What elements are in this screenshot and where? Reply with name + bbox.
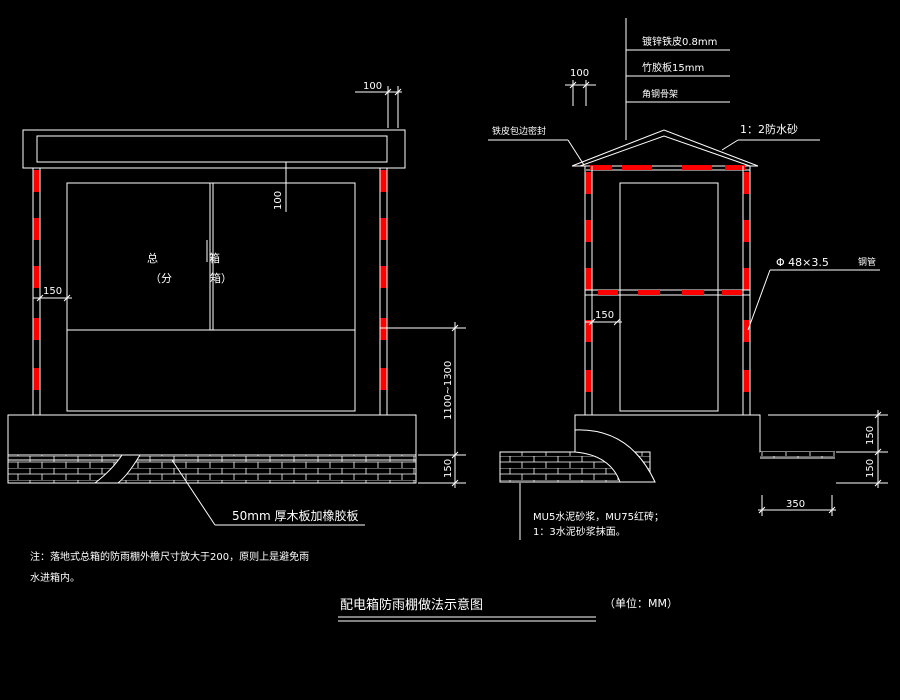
- side-callout-3: 角钢骨架: [642, 88, 678, 100]
- side-callout-1: 镀锌铁皮0.8mm: [642, 35, 717, 48]
- side-dim-side-offset: [585, 318, 622, 326]
- side-soil-curve: [574, 429, 656, 483]
- front-dim-side-offset: [33, 294, 72, 302]
- front-distribution-box: [66, 182, 356, 412]
- side-dim-foot-width-text: 350: [786, 499, 805, 510]
- side-pipe-leader: [747, 269, 880, 331]
- side-dim-base-lower-text: 150: [865, 459, 876, 478]
- side-pipe-name-label: 钢管: [858, 256, 876, 268]
- side-dim-right-stack: [768, 410, 888, 488]
- box-label-zong: 总: [147, 251, 158, 265]
- front-roof-slab-outer: [22, 129, 406, 169]
- front-dim-height: [380, 322, 466, 488]
- front-dim-base-text: 150: [443, 459, 454, 478]
- side-distribution-box: [619, 182, 719, 412]
- side-iron-seal-label: 铁皮包边密封: [492, 125, 546, 137]
- side-iron-seal-leader: [488, 139, 585, 166]
- side-base: [500, 414, 835, 453]
- side-waterproof-leader: [721, 139, 820, 151]
- front-roof-slab-inner: [36, 135, 388, 163]
- front-view: 总 （分 箱 箱） 100 100 15: [7, 81, 466, 526]
- side-dim-foot-width: [758, 495, 836, 516]
- side-dim-base-upper-text: 150: [865, 426, 876, 445]
- front-brick-footing: [8, 455, 416, 483]
- front-dim-post-width: [355, 86, 402, 128]
- front-dim-side-offset-text: 150: [43, 286, 62, 297]
- drawing-title: 配电箱防雨棚做法示意图: [340, 597, 483, 613]
- drawing-unit: （单位：MM）: [604, 596, 678, 610]
- side-callout-stack: [625, 18, 730, 140]
- side-dim-side-offset-text: 150: [595, 310, 614, 321]
- side-roof: [571, 129, 759, 171]
- front-right-post: [379, 168, 388, 415]
- side-view: 镀锌铁皮0.8mm 竹胶板15mm 角钢骨架 100 铁皮包边密封 1：2防水砂: [488, 18, 888, 540]
- front-dim-height-text: 1100~1300: [443, 361, 454, 420]
- side-pipe-size-label: Φ 48×3.5: [776, 256, 829, 269]
- front-base-slab: [7, 414, 417, 456]
- box-label-close: 箱）: [210, 271, 232, 285]
- side-waterproof-label: 1：2防水砂: [740, 122, 798, 136]
- note-line-1: 注：落地式总箱的防雨棚外檐尺寸放大于200，原则上是避免雨: [30, 550, 309, 563]
- side-dim-post-width-text: 100: [570, 68, 589, 79]
- front-dim-top-gap-text: 100: [273, 191, 284, 210]
- front-dim-post-width-text: 100: [363, 81, 382, 92]
- side-masonry-note-1: MU5水泥砂浆，MU75红砖；: [533, 510, 664, 523]
- side-crossbar: [585, 289, 750, 296]
- box-label-xiang: 箱: [209, 251, 220, 265]
- front-dim-top-gap: [280, 162, 292, 212]
- front-left-post: [32, 168, 41, 415]
- side-dim-post-width: [565, 80, 596, 106]
- note-line-2: 水进箱内。: [30, 571, 80, 584]
- side-masonry-note-2: 1：3水泥砂浆抹面。: [533, 525, 626, 538]
- side-callout-2: 竹胶板15mm: [642, 61, 704, 74]
- box-label-fen: （分: [150, 272, 172, 285]
- front-plank-leader-text: 50mm 厚木板加橡胶板: [232, 508, 358, 523]
- front-soil-curve: [93, 454, 141, 484]
- front-plank-leader: [171, 459, 365, 526]
